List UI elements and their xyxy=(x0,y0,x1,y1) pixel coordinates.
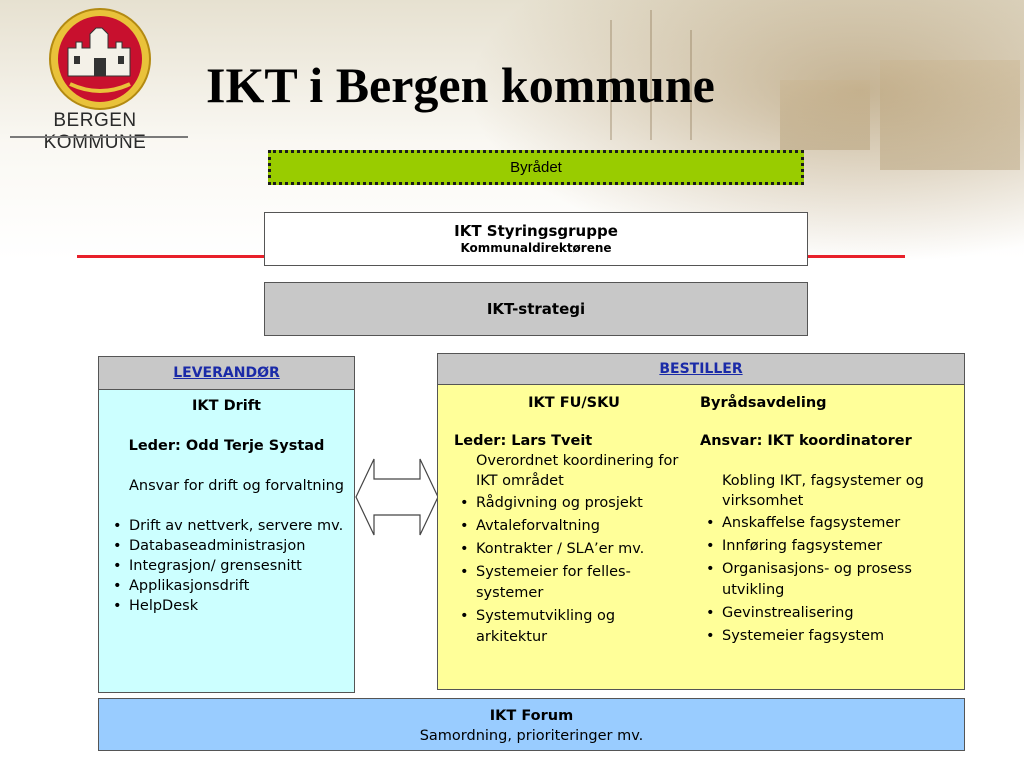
background-ship-mast xyxy=(610,20,612,140)
byradet-box: Byrådet xyxy=(268,150,804,185)
page-title: IKT i Bergen kommune xyxy=(206,57,715,113)
styringsgruppe-subtitle: Kommunaldirektørene xyxy=(460,241,612,255)
col1-name: IKT FU/SKU xyxy=(528,395,620,411)
col1-leader: Leder: Lars Tveit xyxy=(454,433,593,449)
bestiller-column-byradsavdeling: Byrådsavdeling Ansvar: IKT koordinatorer… xyxy=(700,392,962,647)
list-item: Systemeier for felles-systemer xyxy=(454,562,666,604)
ikt-styringsgruppe-box: IKT Styringsgruppe Kommunaldirektørene xyxy=(264,212,808,266)
list-item: Avtaleforvaltning xyxy=(454,516,694,537)
list-item: Systemeier fagsystem xyxy=(700,626,962,647)
background-building xyxy=(780,80,870,150)
col1-item-list: Rådgivning og prosjekt Avtaleforvaltning… xyxy=(454,493,694,648)
list-item: Drift av nettverk, servere mv. xyxy=(107,516,346,536)
forum-title: IKT Forum xyxy=(489,708,574,724)
leverandor-heading-link[interactable]: LEVERANDØR xyxy=(99,357,354,390)
leverandor-item-list: Drift av nettverk, servere mv. Databasea… xyxy=(107,516,346,616)
strategi-label: IKT-strategi xyxy=(486,300,586,318)
list-item: Anskaffelse fagsystemer xyxy=(700,513,962,534)
col2-leader: Ansvar: IKT koordinatorer xyxy=(700,433,912,449)
forum-subtitle: Samordning, prioriteringer mv. xyxy=(419,728,644,744)
logo-wordmark: BERGEN KOMMUNE xyxy=(43,110,147,153)
red-connector-line-right xyxy=(807,255,905,258)
list-item: Organisasjons- og prosess utvikling xyxy=(700,559,972,601)
bestiller-heading-link[interactable]: BESTILLER xyxy=(438,354,964,385)
background-building xyxy=(880,60,1020,170)
leverandor-name: IKT Drift xyxy=(192,398,261,414)
double-arrow-icon xyxy=(355,458,439,536)
list-item: Gevinstrealisering xyxy=(700,603,962,624)
col2-intro: Kobling IKT, fagsystemer og virksomhet xyxy=(722,473,924,509)
ikt-strategi-box: IKT-strategi xyxy=(264,282,808,336)
leverandor-leader: Leder: Odd Terje Systad xyxy=(128,438,325,454)
background-ship-mast xyxy=(650,10,652,140)
background-ship-mast xyxy=(690,30,692,140)
leverandor-responsibility: Ansvar for drift og forvaltning xyxy=(129,478,345,494)
leverandor-box: LEVERANDØR IKT Drift Leder: Odd Terje Sy… xyxy=(98,356,355,693)
list-item: Kontrakter / SLA’er mv. xyxy=(454,539,694,560)
bestiller-box: BESTILLER IKT FU/SKU Leder: Lars Tveit O… xyxy=(437,353,965,690)
list-item: Databaseadministrasjon xyxy=(107,536,346,556)
list-item: Rådgivning og prosjekt xyxy=(454,493,694,514)
logo-underline xyxy=(10,136,188,138)
bestiller-column-ikt-fu: IKT FU/SKU Leder: Lars Tveit Overordnet … xyxy=(454,392,694,648)
ikt-forum-box: IKT Forum Samordning, prioriteringer mv. xyxy=(98,698,965,751)
col2-name: Byrådsavdeling xyxy=(700,395,827,411)
list-item: Innføring fagsystemer xyxy=(700,536,962,557)
byradet-label: Byrådet xyxy=(510,159,562,176)
styringsgruppe-title: IKT Styringsgruppe xyxy=(454,222,618,240)
col2-item-list: Anskaffelse fagsystemer Innføring fagsys… xyxy=(700,513,962,647)
bergen-coat-of-arms-logo xyxy=(10,6,190,138)
list-item: HelpDesk xyxy=(107,596,346,616)
list-item: Integrasjon/ grensesnitt xyxy=(107,556,346,576)
list-item: Systemutvikling og arkitektur xyxy=(454,606,666,648)
col1-intro: Overordnet koordinering for IKT området xyxy=(476,453,679,489)
list-item: Applikasjonsdrift xyxy=(107,576,346,596)
red-connector-line-left xyxy=(77,255,265,258)
